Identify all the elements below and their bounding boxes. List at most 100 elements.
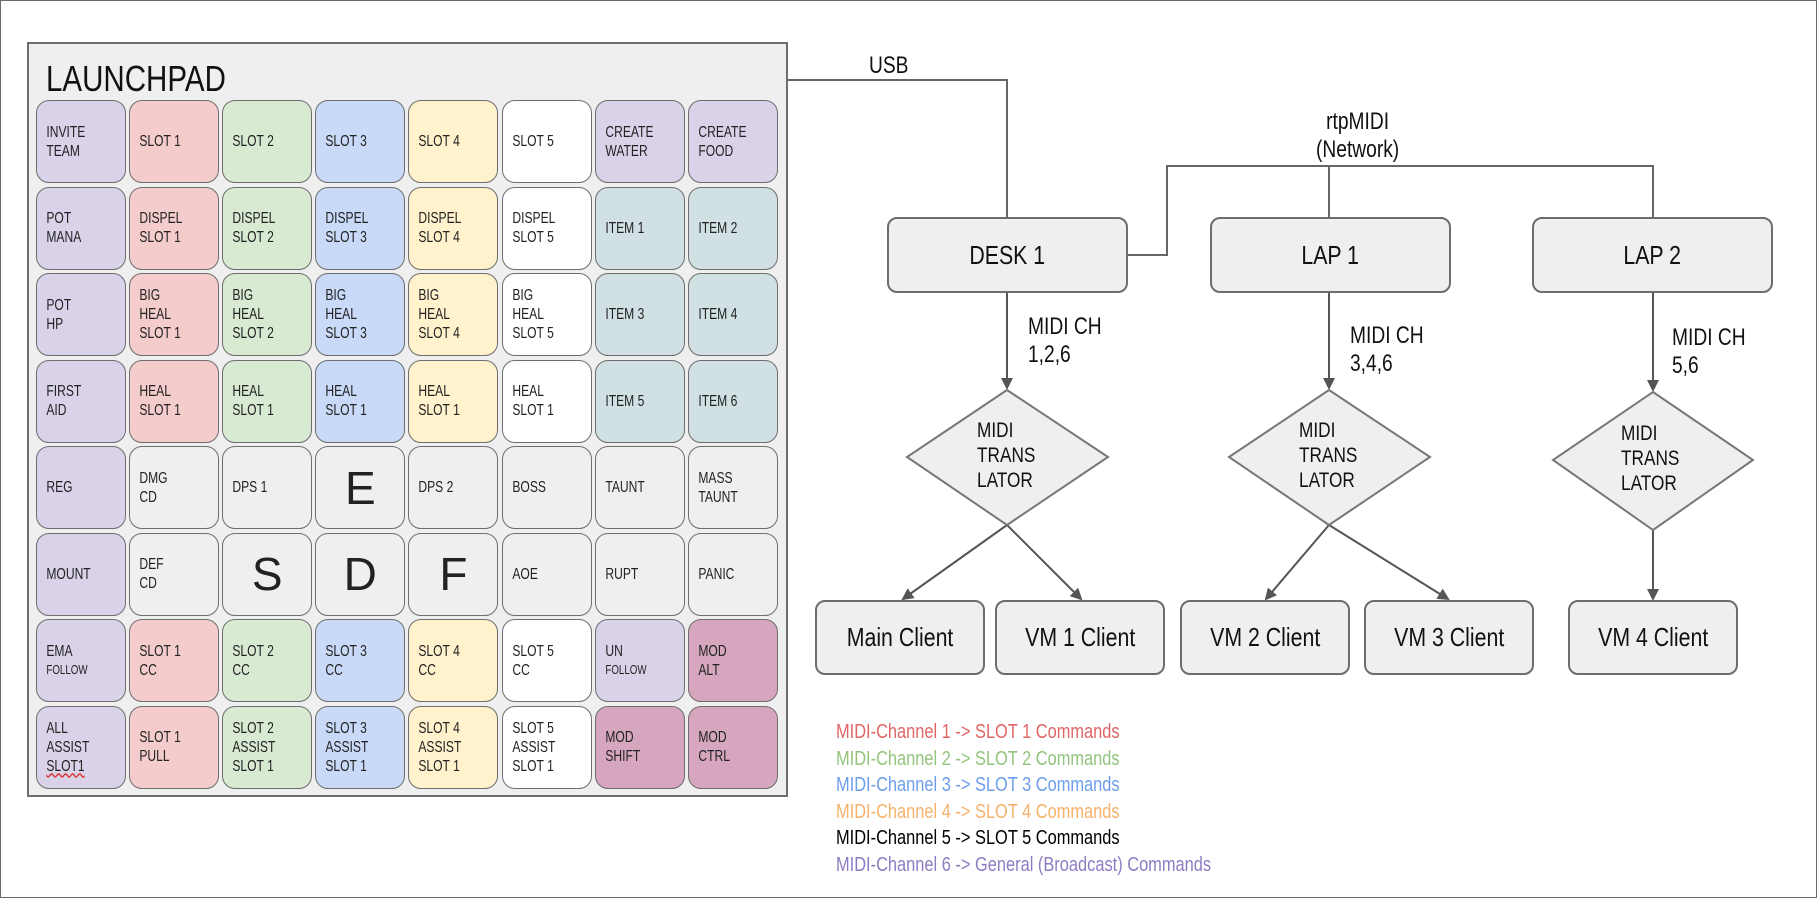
pad-label: BIG HEAL SLOT 3 xyxy=(325,287,368,342)
pad-r3-c7[interactable]: ITEM 3 xyxy=(594,273,685,356)
pad-label: CREATE WATER xyxy=(604,123,654,160)
pad-r5-c8[interactable]: MASS TAUNT xyxy=(687,446,778,529)
pad-r1-c6[interactable]: SLOT 5 xyxy=(501,100,592,183)
pad-r6-c5[interactable]: F xyxy=(408,532,499,616)
pad-r2-c4[interactable]: DISPEL SLOT 3 xyxy=(315,186,406,270)
pad-r1-c5[interactable]: SLOT 4 xyxy=(408,100,499,183)
pad-label: HEAL SLOT 1 xyxy=(325,383,368,419)
pad-r3-c6[interactable]: BIG HEAL SLOT 5 xyxy=(501,273,592,356)
pad-r8-c3[interactable]: SLOT 2 ASSIST SLOT 1 xyxy=(222,705,313,789)
pad-label: MOD SHIFT xyxy=(604,729,640,765)
pad-label: BIG HEAL SLOT 2 xyxy=(232,287,274,342)
pad-r6-c6[interactable]: AOE xyxy=(501,532,592,616)
pad-label: POT MANA xyxy=(46,210,82,246)
pad-r2-c1[interactable]: POT MANA xyxy=(36,186,126,270)
pad-r1-c2[interactable]: SLOT 1 xyxy=(129,100,220,183)
translator-desk-label: MIDI TRANS LATOR xyxy=(977,419,1036,492)
pad-r3-c3[interactable]: BIG HEAL SLOT 2 xyxy=(222,273,313,356)
pad-r2-c8[interactable]: ITEM 2 xyxy=(687,186,778,270)
pad-r1-c1[interactable]: INVITE TEAM xyxy=(36,100,126,183)
pad-label: E xyxy=(344,461,376,514)
pad-r8-c5[interactable]: SLOT 4 ASSIST SLOT 1 xyxy=(408,705,499,789)
translator-lap1-to-vm3-arrow xyxy=(1328,524,1450,601)
translator-desk-diamond xyxy=(905,388,1110,527)
pad-r2-c3[interactable]: DISPEL SLOT 2 xyxy=(222,186,313,270)
pad-label: HEAL SLOT 1 xyxy=(511,383,554,419)
pad-label: SLOT 5 CC xyxy=(511,642,554,679)
pad-r4-c8[interactable]: ITEM 6 xyxy=(687,359,778,443)
pad-label: S xyxy=(251,548,283,600)
pad-label: SLOT 5 xyxy=(511,133,554,150)
pad-r3-c4[interactable]: BIG HEAL SLOT 3 xyxy=(315,273,406,356)
pad-r4-c4[interactable]: HEAL SLOT 1 xyxy=(315,359,406,443)
pad-label: MOD CTRL xyxy=(698,729,730,765)
pad-r1-c4[interactable]: SLOT 3 xyxy=(315,100,406,183)
vm3-client-label: VM 3 Client xyxy=(1393,622,1505,652)
pad-r1-c7[interactable]: CREATE WATER xyxy=(594,100,685,183)
pad-label: F xyxy=(439,548,468,600)
translator-lap1-label: MIDI TRANS LATOR xyxy=(1299,419,1358,492)
usb-link xyxy=(788,79,1008,218)
pad-label: MOD ALT xyxy=(698,642,727,679)
pad-r4-c3[interactable]: HEAL SLOT 1 xyxy=(222,359,313,443)
pad-r7-c5[interactable]: SLOT 4 CC xyxy=(408,619,499,702)
pad-r7-c8[interactable]: MOD ALT xyxy=(687,619,778,702)
pad-r6-c8[interactable]: PANIC xyxy=(687,532,778,616)
launchpad-title: LAUNCHPAD xyxy=(46,58,226,99)
network-link-desk xyxy=(1127,165,1654,256)
pad-r8-c8[interactable]: MOD CTRL xyxy=(687,705,778,789)
pad-r5-c4[interactable]: E xyxy=(315,446,406,529)
pad-r6-c2[interactable]: DEF CD xyxy=(129,532,220,616)
pad-r3-c5[interactable]: BIG HEAL SLOT 4 xyxy=(408,273,499,356)
pad-r8-c6[interactable]: SLOT 5 ASSIST SLOT 1 xyxy=(501,705,592,789)
pad-r6-c3[interactable]: S xyxy=(222,532,313,616)
pad-r3-c1[interactable]: POT HP xyxy=(36,273,126,356)
pad-label: SLOT 1 PULL xyxy=(139,729,181,765)
midi-ch-lap1-label: MIDI CH 3,4,6 xyxy=(1350,322,1424,377)
pad-label: SLOT 2 ASSIST SLOT 1 xyxy=(232,719,276,775)
pad-label: ITEM 2 xyxy=(698,219,738,237)
pad-r4-c7[interactable]: ITEM 5 xyxy=(594,359,685,443)
legend-item: MIDI-Channel 6 -> General (Broadcast) Co… xyxy=(836,853,1212,876)
pad-r5-c2[interactable]: DMG CD xyxy=(129,446,220,529)
legend-item: MIDI-Channel 5 -> SLOT 5 Commands xyxy=(836,827,1120,849)
pad-label: SLOT 3 ASSIST SLOT 1 xyxy=(325,719,369,775)
pad-r5-c7[interactable]: TAUNT xyxy=(594,446,685,529)
pad-r8-c7[interactable]: MOD SHIFT xyxy=(594,705,685,789)
pad-label: SLOT 4 CC xyxy=(418,642,461,679)
pad-r5-c6[interactable]: BOSS xyxy=(501,446,592,529)
vm4-client-node: VM 4 Client xyxy=(1568,600,1738,675)
pad-r3-c8[interactable]: ITEM 4 xyxy=(687,273,778,356)
pad-r5-c5[interactable]: DPS 2 xyxy=(408,446,499,529)
pad-r4-c2[interactable]: HEAL SLOT 1 xyxy=(129,359,220,443)
pad-r6-c7[interactable]: RUPT xyxy=(594,532,685,616)
pad-r5-c3[interactable]: DPS 1 xyxy=(222,446,313,529)
pad-r7-c3[interactable]: SLOT 2 CC xyxy=(222,619,313,702)
pad-r4-c6[interactable]: HEAL SLOT 1 xyxy=(501,359,592,443)
pad-label: DMG CD xyxy=(139,469,168,506)
pad-r4-c5[interactable]: HEAL SLOT 1 xyxy=(408,359,499,443)
pad-r7-c6[interactable]: SLOT 5 CC xyxy=(501,619,592,702)
pad-r1-c3[interactable]: SLOT 2 xyxy=(222,100,313,183)
pad-r2-c5[interactable]: DISPEL SLOT 4 xyxy=(408,186,499,270)
pad-r2-c6[interactable]: DISPEL SLOT 5 xyxy=(501,186,592,270)
pad-label: INVITE TEAM xyxy=(46,123,86,160)
pad-r5-c1[interactable]: REG xyxy=(36,446,126,529)
pad-r4-c1[interactable]: FIRST AID xyxy=(36,359,126,443)
pad-r2-c2[interactable]: DISPEL SLOT 1 xyxy=(129,186,220,270)
pad-r6-c1[interactable]: MOUNT xyxy=(36,532,126,616)
pad-r2-c7[interactable]: ITEM 1 xyxy=(594,186,685,270)
pad-r1-c8[interactable]: CREATE FOOD xyxy=(687,100,778,183)
pad-label: SLOT 2 CC xyxy=(232,642,274,679)
pad-r7-c2[interactable]: SLOT 1 CC xyxy=(129,619,220,702)
pad-r7-c4[interactable]: SLOT 3 CC xyxy=(315,619,406,702)
pad-r6-c4[interactable]: D xyxy=(315,532,406,616)
pad-r3-c2[interactable]: BIG HEAL SLOT 1 xyxy=(129,273,220,356)
pad-r8-c2[interactable]: SLOT 1 PULL xyxy=(129,705,220,789)
pad-label: SLOT 3 CC xyxy=(325,642,368,679)
pad-label: REG xyxy=(46,479,73,496)
pad-r8-c4[interactable]: SLOT 3 ASSIST SLOT 1 xyxy=(315,705,406,789)
